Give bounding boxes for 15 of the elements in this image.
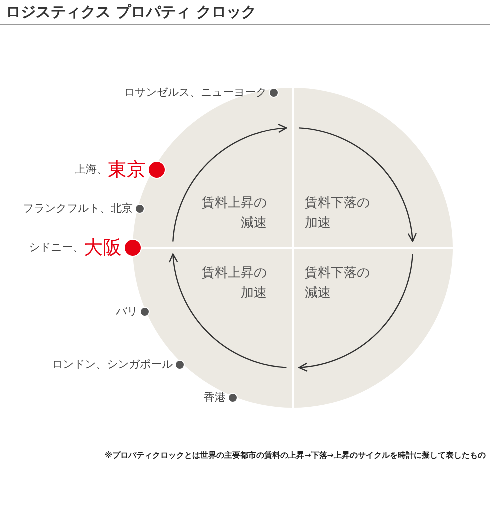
city-label: 上海、 — [75, 162, 108, 178]
city-label: ロンドン、シンガポール — [52, 357, 173, 373]
city-label: ロサンゼルス、ニューヨーク — [124, 85, 267, 101]
footnote: ※プロパティクロックとは世界の主要都市の賃料の上昇→下落→上昇のサイクルを時計に擬して表したもの — [104, 450, 486, 462]
phase-label: 賃料上昇の減速 — [197, 194, 267, 234]
phase-label: 賃料下落の加速 — [305, 194, 375, 234]
phase-label: 賃料上昇の加速 — [197, 264, 267, 304]
city-label: 香港 — [204, 390, 226, 406]
city-label: 大阪 — [84, 236, 122, 260]
title: ロジスティクス プロパティ クロック — [6, 2, 256, 22]
city-label: フランクフルト、北京 — [23, 201, 133, 217]
city-label: シドニー、 — [29, 240, 84, 256]
city-label: 東京 — [108, 158, 146, 182]
city-label: パリ — [116, 304, 138, 320]
phase-label: 賃料下落の減速 — [305, 264, 375, 304]
